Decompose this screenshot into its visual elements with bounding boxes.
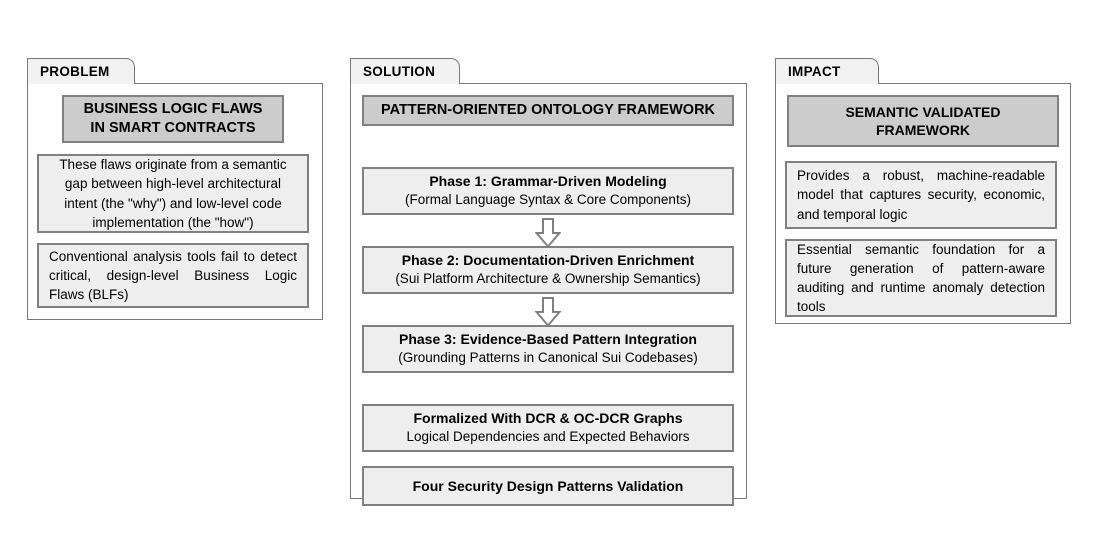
- panel-solution-body: PATTERN-ORIENTED ONTOLOGY FRAMEWORK Phas…: [350, 83, 747, 506]
- impact-headline-line-1: SEMANTIC VALIDATED: [845, 103, 1001, 120]
- solution-stage-1-title: Phase 1: Grammar-Driven Modeling: [429, 173, 667, 190]
- panel-solution: PATTERN-ORIENTED ONTOLOGY FRAMEWORK Phas…: [350, 58, 747, 506]
- panel-problem: BUSINESS LOGIC FLAWS IN SMART CONTRACTS …: [27, 58, 323, 320]
- problem-headline-line-2: IN SMART CONTRACTS: [90, 120, 256, 136]
- panel-problem-body: BUSINESS LOGIC FLAWS IN SMART CONTRACTS …: [27, 83, 323, 320]
- panel-solution-tab-label: SOLUTION: [363, 64, 436, 79]
- solution-stage-3-title: Phase 3: Evidence-Based Pattern Integrat…: [399, 331, 697, 348]
- panel-impact-tab: IMPACT: [775, 58, 879, 84]
- problem-headline-box: BUSINESS LOGIC FLAWS IN SMART CONTRACTS: [62, 95, 284, 143]
- impact-text-box-2: Essential semantic foundation for a futu…: [785, 239, 1057, 317]
- problem-text-box-2: Conventional analysis tools fail to dete…: [37, 243, 309, 308]
- panel-impact-body: SEMANTIC VALIDATED FRAMEWORK Provides a …: [775, 83, 1071, 324]
- solution-stage-1-subtitle: (Formal Language Syntax & Core Component…: [405, 192, 691, 208]
- solution-stage-5-title: Four Security Design Patterns Validation: [412, 477, 684, 494]
- solution-stage-phase-1: Phase 1: Grammar-Driven Modeling (Formal…: [362, 167, 734, 215]
- panel-solution-tab: SOLUTION: [350, 58, 460, 84]
- solution-stage-3-subtitle: (Grounding Patterns in Canonical Sui Cod…: [398, 350, 698, 366]
- problem-text-2: Conventional analysis tools fail to dete…: [49, 248, 297, 303]
- panel-impact: SEMANTIC VALIDATED FRAMEWORK Provides a …: [775, 58, 1071, 324]
- solution-headline-box: PATTERN-ORIENTED ONTOLOGY FRAMEWORK: [362, 95, 734, 126]
- solution-stage-4-subtitle: Logical Dependencies and Expected Behavi…: [406, 429, 690, 445]
- impact-headline-box: SEMANTIC VALIDATED FRAMEWORK: [787, 95, 1059, 147]
- solution-stage-phase-2: Phase 2: Documentation-Driven Enrichment…: [362, 246, 734, 294]
- impact-text-1: Provides a robust, machine-readable mode…: [797, 168, 1045, 222]
- panel-problem-tab-label: PROBLEM: [40, 64, 110, 79]
- impact-text-2: Essential semantic foundation for a futu…: [797, 241, 1045, 315]
- solution-stage-formalized: Formalized With DCR & OC-DCR Graphs Logi…: [362, 404, 734, 452]
- panel-impact-tab-label: IMPACT: [788, 64, 841, 79]
- solution-stage-2-subtitle: (Sui Platform Architecture & Ownership S…: [395, 271, 701, 287]
- impact-text-box-1: Provides a robust, machine-readable mode…: [785, 161, 1057, 229]
- problem-text-1: These flaws originate from a semantic ga…: [59, 157, 287, 230]
- solution-stage-2-title: Phase 2: Documentation-Driven Enrichment: [401, 252, 695, 269]
- problem-headline-line-1: BUSINESS LOGIC FLAWS: [83, 100, 263, 117]
- solution-stage-phase-3: Phase 3: Evidence-Based Pattern Integrat…: [362, 325, 734, 373]
- arrow-down-icon-2: [535, 297, 561, 327]
- problem-text-box-1: These flaws originate from a semantic ga…: [37, 154, 309, 233]
- impact-headline-line-2: FRAMEWORK: [875, 122, 971, 138]
- arrow-down-icon-1: [535, 218, 561, 248]
- solution-headline-text: PATTERN-ORIENTED ONTOLOGY FRAMEWORK: [380, 101, 716, 118]
- solution-stage-4-title: Formalized With DCR & OC-DCR Graphs: [413, 410, 683, 427]
- solution-stage-patterns-validation: Four Security Design Patterns Validation: [362, 466, 734, 506]
- panel-problem-tab: PROBLEM: [27, 58, 135, 84]
